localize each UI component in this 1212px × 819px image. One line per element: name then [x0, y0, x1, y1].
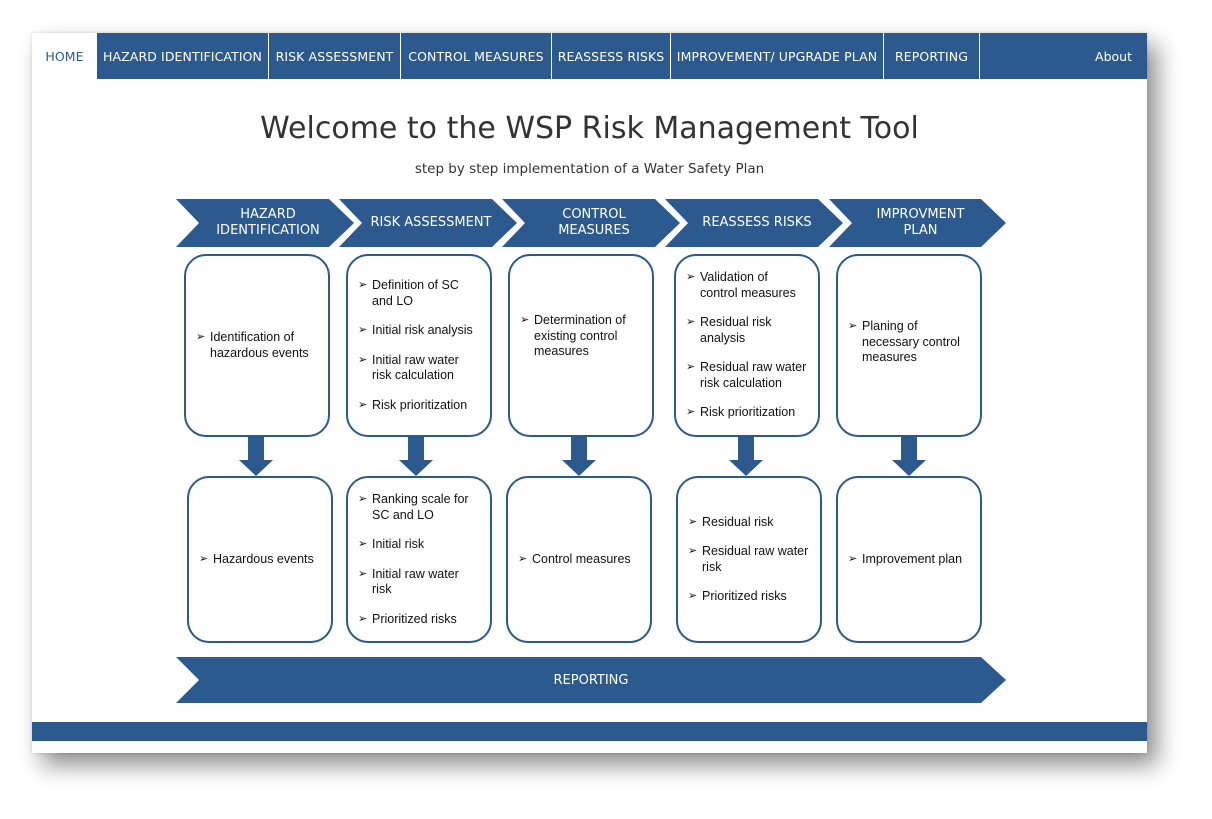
list-item: ➢Risk prioritization: [686, 405, 796, 420]
activity-card: ➢Determination of existing control measu…: [508, 254, 654, 437]
step-reassess-risks[interactable]: REASSESS RISKS: [665, 199, 843, 247]
list-item: ➢Initial raw water risk calculation: [358, 352, 459, 383]
list-item: ➢Residual raw water risk calculation: [686, 360, 807, 390]
footer-bar: [32, 722, 1147, 741]
bullet-arrow-icon: ➢: [358, 279, 368, 291]
reporting-banner[interactable]: REPORTING: [176, 657, 1006, 703]
bullet-arrow-icon: ➢: [358, 493, 368, 505]
nav-reassess-risks[interactable]: REASSESS RISKS: [552, 33, 671, 79]
bullet-arrow-icon: ➢: [688, 515, 698, 528]
list-item: ➢Identification of hazardous events: [196, 330, 309, 360]
output-card: ➢Improvement plan: [836, 476, 982, 643]
arrow-down-icon: [239, 436, 273, 476]
output-card: ➢Control measures: [506, 476, 652, 643]
bullet-arrow-icon: ➢: [358, 567, 368, 580]
list-item: ➢Risk prioritization: [358, 397, 468, 412]
step-label: RISK ASSESSMENT: [370, 215, 492, 230]
list-item: ➢Ranking scale for SC and LO: [358, 492, 469, 522]
nav-hazard-identification[interactable]: HAZARD IDENTIFICATION: [97, 33, 269, 79]
list-item: ➢Residual raw water risk: [688, 544, 809, 574]
step-hazard-identification[interactable]: HAZARD IDENTIFICATION: [176, 199, 354, 247]
step-label: HAZARD IDENTIFICATION: [216, 207, 320, 238]
bullet-arrow-icon: ➢: [518, 552, 528, 565]
arrow-down-icon: [562, 436, 596, 476]
activity-card: ➢Identification of hazardous events: [184, 254, 330, 437]
step-improvement-plan[interactable]: IMPROVMENT PLAN: [829, 199, 1006, 247]
step-label: REASSESS RISKS: [702, 215, 812, 230]
page-subtitle: step by step implementation of a Water S…: [414, 161, 765, 177]
list-item: ➢Determination of existing control measu…: [520, 313, 626, 358]
list-item: ➢Initial raw water risk: [358, 566, 459, 597]
activity-card: ➢Definition of SC and LO ➢Initial risk a…: [346, 254, 492, 437]
bullet-arrow-icon: ➢: [196, 331, 206, 343]
bullet-arrow-icon: ➢: [688, 590, 698, 602]
bullet-arrow-icon: ➢: [848, 552, 858, 565]
arrow-down-icon: [399, 436, 433, 476]
list-item: ➢Improvement plan: [848, 551, 963, 566]
nav-control-measures[interactable]: CONTROL MEASURES: [401, 33, 552, 79]
arrow-down-icon: [892, 436, 926, 476]
nav-improvement-plan[interactable]: IMPROVEMENT/ UPGRADE PLAN: [671, 33, 884, 79]
output-card: ➢Hazardous events: [187, 476, 333, 643]
list-item: ➢Prioritized risks: [358, 611, 457, 626]
bullet-arrow-icon: ➢: [358, 612, 368, 625]
list-item: ➢Validation of control measures: [686, 270, 796, 300]
bullet-arrow-icon: ➢: [520, 314, 530, 326]
step-control-measures[interactable]: CONTROL MEASURES: [502, 199, 680, 247]
nav-reporting[interactable]: REPORTING: [884, 33, 980, 79]
list-item: ➢Planing of necessary control measures: [848, 319, 960, 364]
bullet-arrow-icon: ➢: [199, 552, 209, 565]
top-nav: HOME HAZARD IDENTIFICATION RISK ASSESSME…: [32, 33, 1147, 79]
list-item: ➢Initial risk analysis: [358, 323, 473, 337]
bullet-arrow-icon: ➢: [358, 324, 368, 336]
list-item: ➢Definition of SC and LO: [358, 278, 459, 308]
list-item: ➢Residual risk: [688, 514, 774, 529]
app-window: HOME HAZARD IDENTIFICATION RISK ASSESSME…: [32, 33, 1147, 753]
list-item: ➢Prioritized risks: [688, 589, 787, 603]
nav-about[interactable]: About: [1095, 48, 1132, 64]
bullet-arrow-icon: ➢: [848, 320, 858, 332]
bullet-arrow-icon: ➢: [358, 353, 368, 366]
arrow-down-icon: [729, 436, 763, 476]
output-card: ➢Residual risk ➢Residual raw water risk …: [676, 476, 822, 643]
reporting-label: REPORTING: [553, 672, 629, 688]
bullet-arrow-icon: ➢: [688, 545, 698, 557]
bullet-arrow-icon: ➢: [358, 398, 368, 411]
list-item: ➢Residual risk analysis: [686, 315, 772, 345]
list-item: ➢Hazardous events: [199, 551, 314, 566]
bullet-arrow-icon: ➢: [686, 361, 696, 374]
list-item: ➢Control measures: [518, 551, 631, 566]
nav-home[interactable]: HOME: [32, 33, 97, 79]
activity-card: ➢Planing of necessary control measures: [836, 254, 982, 437]
nav-risk-assessment[interactable]: RISK ASSESSMENT: [269, 33, 401, 79]
bullet-arrow-icon: ➢: [686, 271, 696, 284]
bullet-arrow-icon: ➢: [358, 538, 368, 550]
step-risk-assessment[interactable]: RISK ASSESSMENT: [339, 199, 517, 247]
list-item: ➢Initial risk: [358, 537, 425, 551]
step-label: IMPROVMENT PLAN: [876, 207, 965, 238]
step-label: CONTROL MEASURES: [558, 207, 630, 238]
page-title: Welcome to the WSP Risk Management Tool: [260, 111, 919, 146]
bullet-arrow-icon: ➢: [686, 316, 696, 329]
activity-card: ➢Validation of control measures ➢Residua…: [674, 254, 820, 437]
output-card: ➢Ranking scale for SC and LO ➢Initial ri…: [346, 476, 492, 643]
bullet-arrow-icon: ➢: [686, 406, 696, 419]
